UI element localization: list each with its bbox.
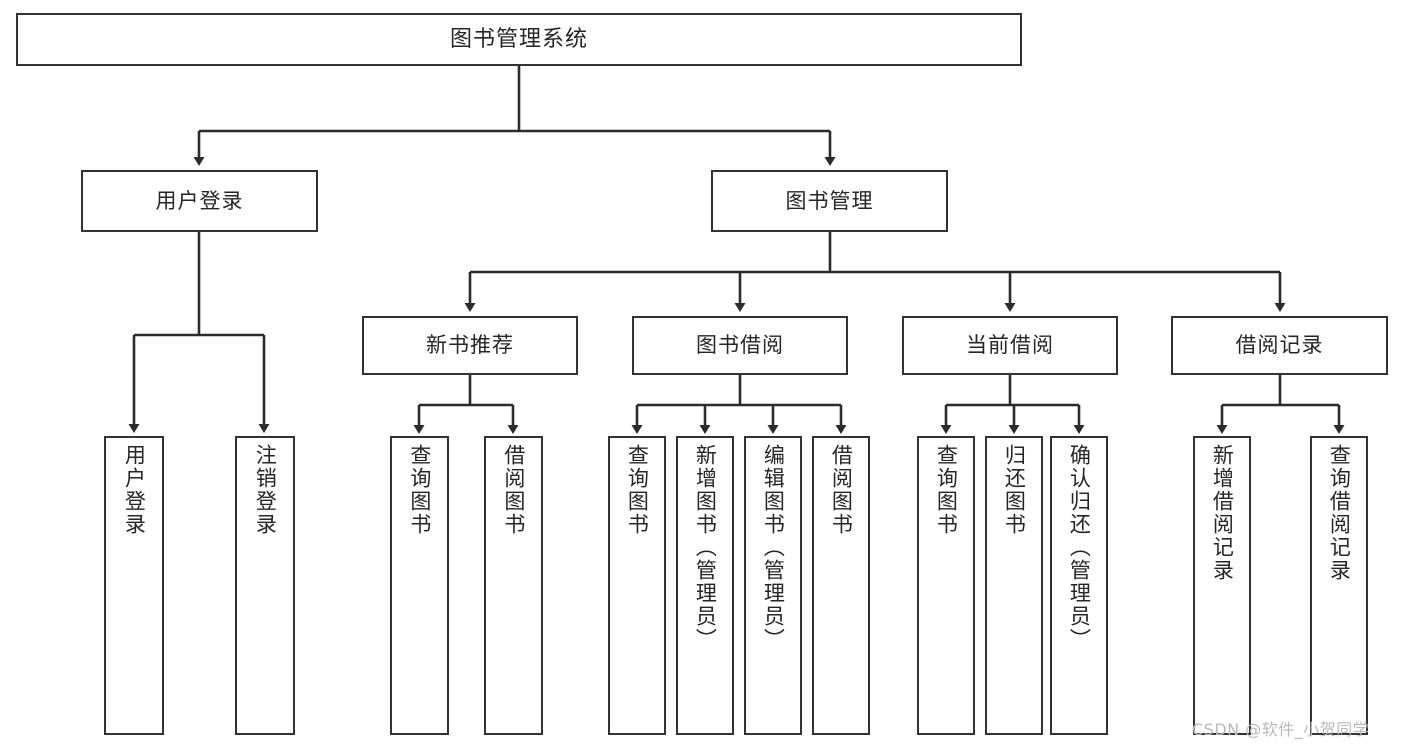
node-user-login-label: 用户登录	[155, 188, 244, 213]
node-user-login[interactable]: 用户登录	[81, 170, 318, 232]
leaf-bb-edit-book[interactable]: 编辑图书（管理员）	[744, 436, 802, 735]
node-new-book-recommend-label: 新书推荐	[426, 333, 514, 358]
leaf-nb-borrow-book[interactable]: 借阅图书	[484, 436, 543, 735]
leaf-nb-query-book[interactable]: 查询图书	[390, 436, 449, 735]
leaf-logout[interactable]: 注销登录	[235, 436, 295, 735]
leaf-bb-add-book-label: 新增图书（管理员）	[693, 444, 718, 651]
node-root-label: 图书管理系统	[449, 26, 588, 52]
node-book-borrow-label: 图书借阅	[696, 333, 784, 358]
leaf-user-login-label: 用户登录	[122, 444, 147, 536]
node-book-management-label: 图书管理	[785, 188, 874, 213]
node-root[interactable]: 图书管理系统	[16, 13, 1022, 66]
node-borrow-record-label: 借阅记录	[1235, 333, 1324, 358]
node-current-borrow-label: 当前借阅	[966, 333, 1054, 358]
leaf-br-query-record[interactable]: 查询借阅记录	[1310, 436, 1368, 735]
node-book-management[interactable]: 图书管理	[711, 170, 948, 232]
leaf-bb-query-book-label: 查询图书	[625, 444, 650, 536]
leaf-cb-confirm-return[interactable]: 确认归还（管理员）	[1050, 436, 1108, 735]
leaf-br-query-record-label: 查询借阅记录	[1327, 444, 1352, 582]
leaf-cb-query-book[interactable]: 查询图书	[917, 436, 975, 735]
leaf-bb-query-book[interactable]: 查询图书	[608, 436, 666, 735]
node-borrow-record[interactable]: 借阅记录	[1171, 316, 1388, 375]
leaf-br-add-record-label: 新增借阅记录	[1210, 444, 1235, 582]
leaf-user-login[interactable]: 用户登录	[104, 436, 164, 735]
leaf-nb-borrow-book-label: 借阅图书	[501, 444, 526, 536]
leaf-bb-edit-book-label: 编辑图书（管理员）	[761, 444, 786, 651]
leaf-bb-add-book[interactable]: 新增图书（管理员）	[676, 436, 734, 735]
leaf-cb-confirm-return-label: 确认归还（管理员）	[1067, 444, 1092, 651]
watermark: CSDN @软件_小贺同学	[1192, 720, 1370, 739]
node-new-book-recommend[interactable]: 新书推荐	[362, 316, 578, 375]
node-book-borrow[interactable]: 图书借阅	[632, 316, 848, 375]
leaf-cb-query-book-label: 查询图书	[934, 444, 959, 536]
leaf-cb-return-book-label: 归还图书	[1002, 444, 1027, 536]
leaf-br-add-record[interactable]: 新增借阅记录	[1193, 436, 1251, 735]
leaf-bb-borrow-book[interactable]: 借阅图书	[812, 436, 870, 735]
leaf-cb-return-book[interactable]: 归还图书	[985, 436, 1043, 735]
leaf-logout-label: 注销登录	[253, 444, 278, 536]
leaf-nb-query-book-label: 查询图书	[407, 444, 432, 536]
node-current-borrow[interactable]: 当前借阅	[902, 316, 1118, 375]
leaf-bb-borrow-book-label: 借阅图书	[829, 444, 854, 536]
